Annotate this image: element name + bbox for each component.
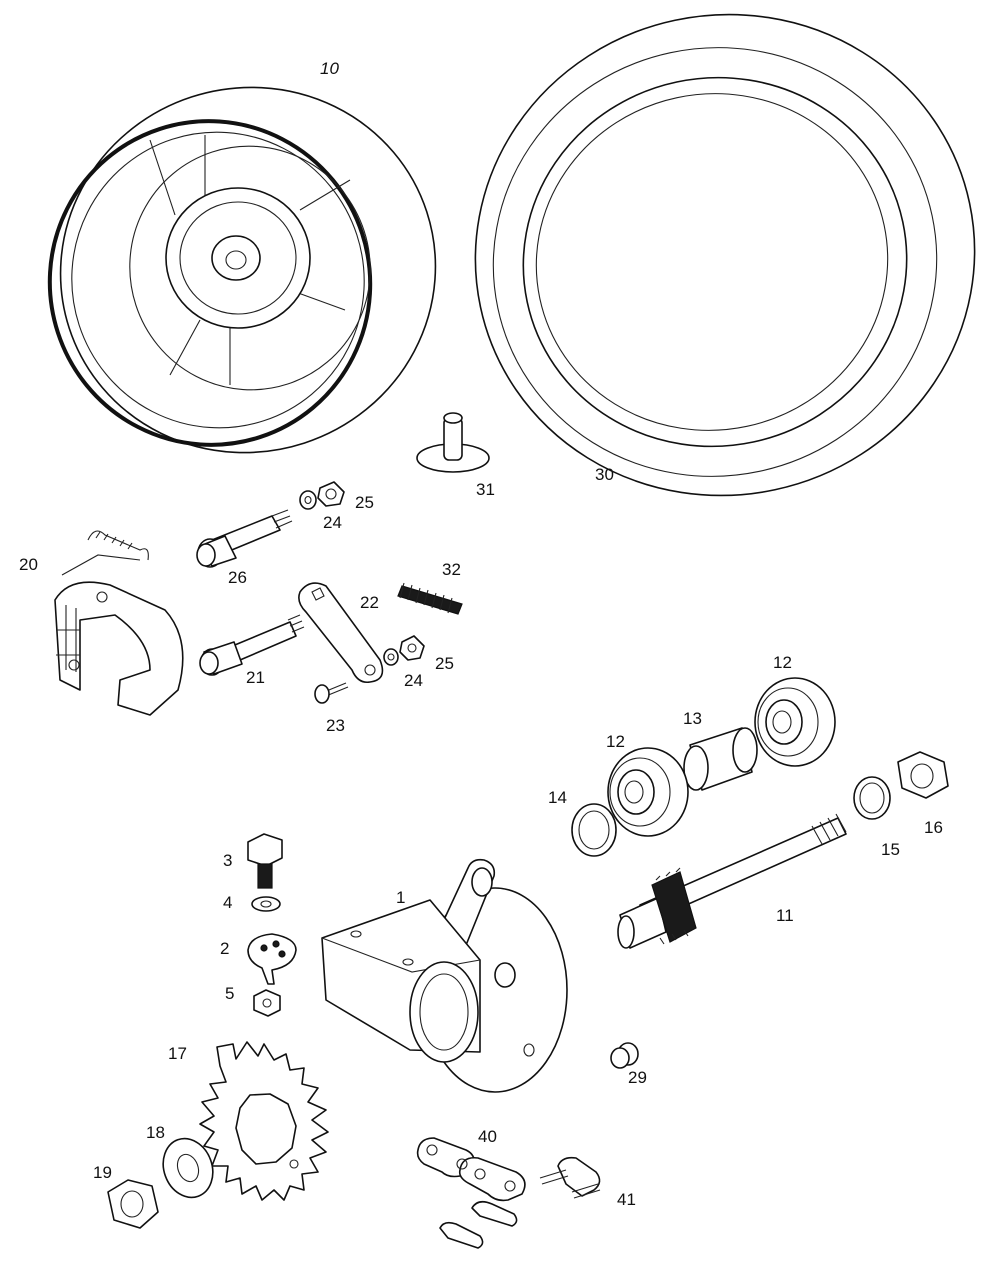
callout-nut-lower: 25 — [435, 654, 454, 673]
callout-bearing-right: 12 — [773, 653, 792, 672]
callout-wheel-rim: 10 — [320, 59, 339, 78]
callout-spacer: 13 — [683, 709, 702, 728]
callout-nut-5: 5 — [225, 984, 235, 1003]
callout-seal-15: 15 — [881, 840, 900, 859]
swing-arm — [321, 858, 568, 1093]
seal-14 — [571, 803, 617, 857]
callout-screw-23: 23 — [326, 716, 345, 735]
callout-washer-4: 4 — [223, 893, 233, 912]
axle-nut — [897, 751, 949, 799]
callout-bolt-3: 3 — [223, 851, 233, 870]
washer-4 — [251, 896, 281, 912]
plug-29 — [610, 1042, 639, 1069]
lever — [298, 582, 384, 684]
pin-lower — [199, 614, 305, 676]
callout-axle-nut: 16 — [924, 818, 943, 837]
spacer — [683, 727, 758, 791]
screw-23 — [314, 682, 349, 704]
bearing-left — [607, 747, 689, 837]
spring — [397, 582, 463, 615]
callout-swing-arm: 1 — [396, 888, 406, 907]
callout-plug-29: 29 — [628, 1068, 647, 1087]
bolt-3 — [247, 833, 283, 889]
wheel-rim — [47, 86, 437, 454]
callout-chain: 40 — [478, 1127, 497, 1146]
nut-lower — [399, 635, 425, 661]
plate-2 — [247, 933, 297, 985]
callout-master-link: 41 — [617, 1190, 636, 1209]
callout-lever: 22 — [360, 593, 379, 612]
chain — [416, 1137, 526, 1249]
callout-washer-18: 18 — [146, 1123, 165, 1142]
callout-brake-shoes: 20 — [19, 555, 38, 574]
washer-lower — [383, 648, 399, 666]
callout-valve: 31 — [476, 480, 495, 499]
callout-seal-14: 14 — [548, 788, 567, 807]
callout-bearing-left: 12 — [606, 732, 625, 751]
master-link — [539, 1156, 601, 1199]
callout-nut-upper: 25 — [355, 493, 374, 512]
nut-19 — [107, 1179, 159, 1229]
callout-plate-2: 2 — [220, 939, 230, 958]
washer-18 — [162, 1137, 214, 1199]
callout-sprocket: 17 — [168, 1044, 187, 1063]
callout-spring: 32 — [442, 560, 461, 579]
brake-shoes — [54, 530, 184, 716]
bearing-right — [754, 677, 836, 767]
sprocket — [199, 1041, 329, 1201]
tyre — [474, 13, 976, 497]
washer-upper — [299, 490, 317, 510]
callout-axle: 11 — [776, 906, 794, 925]
callout-pin-lower: 21 — [246, 668, 265, 687]
axle — [617, 813, 847, 949]
callout-washer-lower: 24 — [404, 671, 423, 690]
callout-tyre: 30 — [595, 465, 614, 484]
nut-upper — [317, 481, 345, 507]
callout-nut-19: 19 — [93, 1163, 112, 1182]
callout-washer-upper: 24 — [323, 513, 342, 532]
callout-pin-upper: 26 — [228, 568, 247, 587]
seal-15 — [853, 776, 891, 820]
nut-5 — [253, 989, 281, 1017]
pin-upper — [196, 509, 293, 568]
valve — [416, 412, 490, 473]
